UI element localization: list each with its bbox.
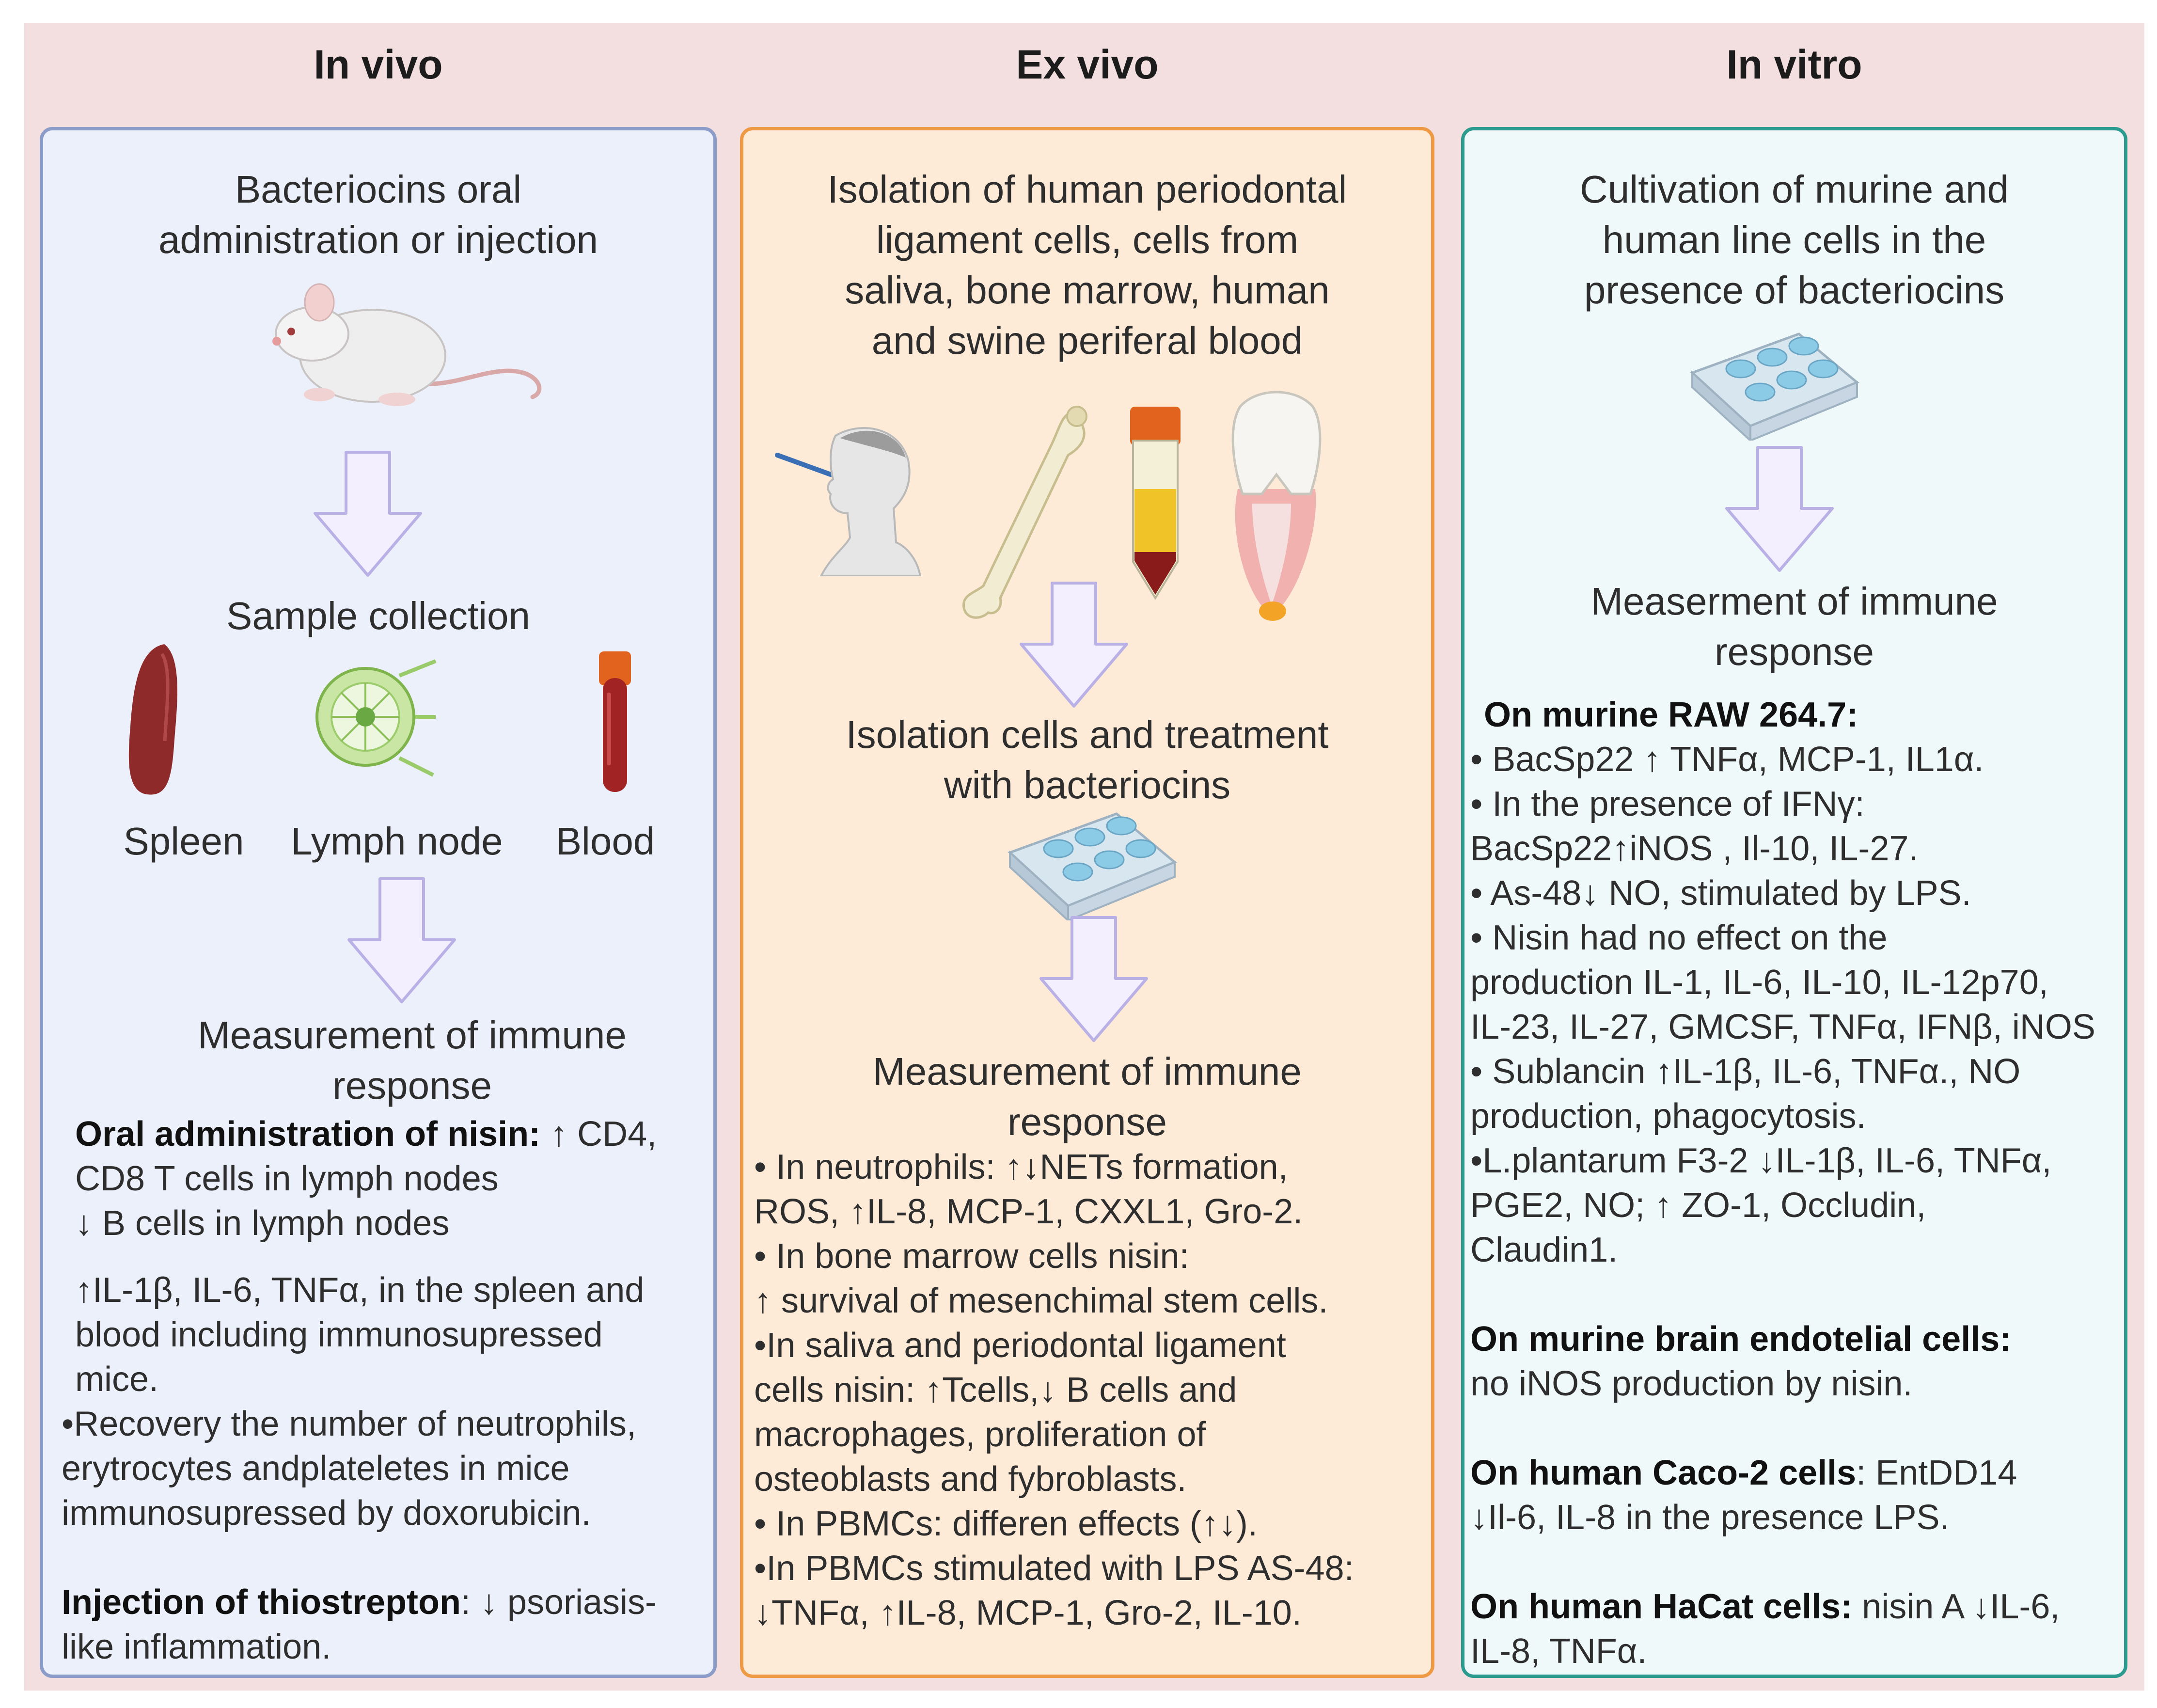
header-in-vivo: In vivo — [314, 42, 443, 87]
label-blood: Blood — [555, 820, 655, 863]
well-plate-icon — [1008, 812, 1177, 920]
tooth-icon — [1231, 391, 1322, 621]
human-head-icon — [775, 427, 922, 576]
well-plate-icon — [1690, 332, 1859, 441]
lymph-node-icon — [315, 659, 437, 777]
ex-vivo-results: • In neutrophils: ↑↓NETs formation, ROS,… — [754, 1148, 1354, 1632]
sample-tube-icon — [1130, 407, 1181, 600]
down-arrow-icon — [347, 877, 456, 1003]
down-arrow-icon — [1725, 446, 1834, 572]
label-lymph-node: Lymph node — [291, 820, 503, 863]
label-spleen: Spleen — [123, 820, 244, 863]
bone-icon — [962, 406, 1087, 619]
spleen-icon — [128, 644, 177, 795]
in-vivo-results: Oral administration of nisin: ↑ CD4, CD8… — [62, 1115, 657, 1666]
in-vitro-results: On murine RAW 264.7: • BacSp22 ↑ TNFα, M… — [1470, 696, 2095, 1671]
blood-tube-icon — [599, 651, 631, 792]
down-arrow-icon — [314, 451, 422, 577]
down-arrow-icon — [1039, 916, 1148, 1042]
in-vivo-step2: Sample collection — [226, 594, 530, 637]
mouse-icon — [272, 283, 542, 406]
header-ex-vivo: Ex vivo — [1016, 42, 1159, 87]
down-arrow-icon — [1020, 582, 1128, 708]
header-in-vitro: In vitro — [1726, 42, 1862, 87]
